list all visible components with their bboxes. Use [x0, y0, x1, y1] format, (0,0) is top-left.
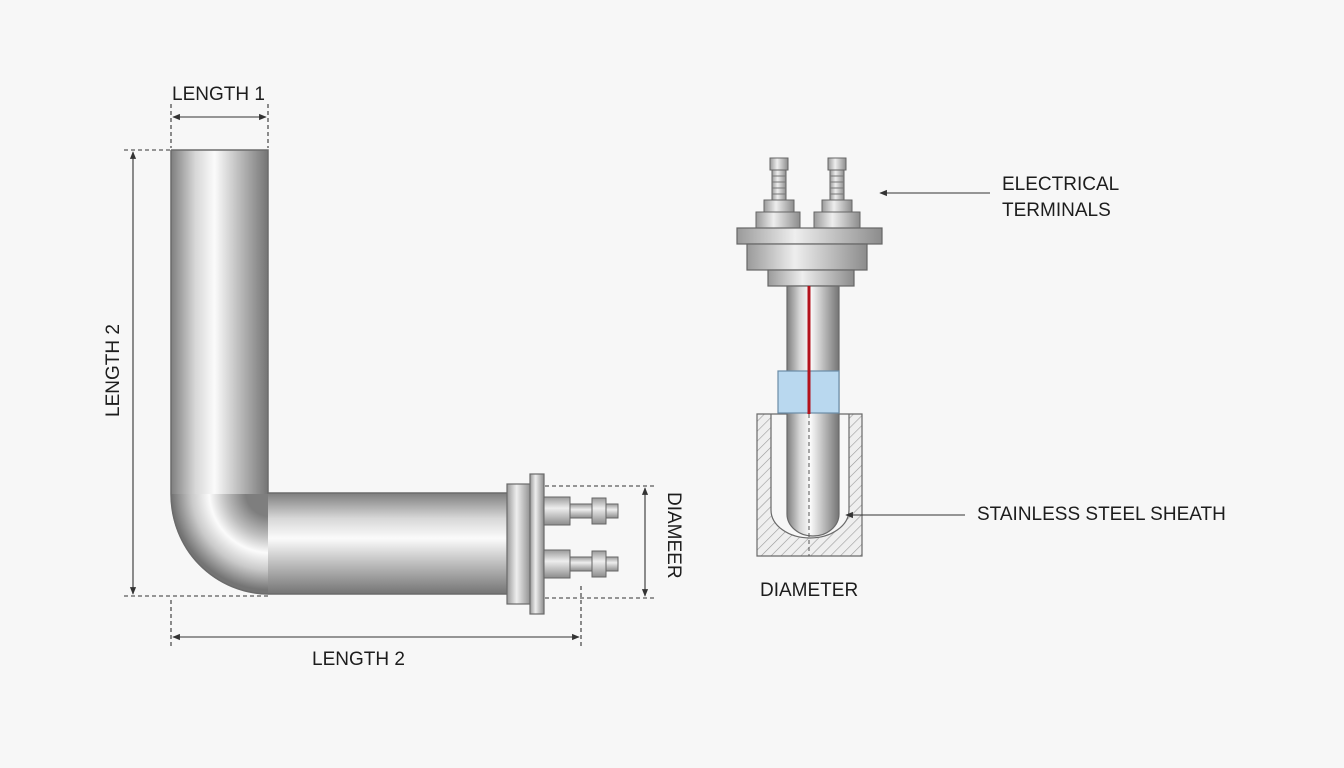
top-terminal-left [755, 157, 801, 229]
length2-horizontal-label: LENGTH 2 [312, 649, 405, 670]
head-block [746, 243, 868, 271]
side-terminal-lower [543, 549, 619, 579]
head-flange [736, 227, 883, 245]
section-view [736, 157, 883, 557]
flange-collar [506, 483, 532, 605]
l-shaped-heater [170, 149, 619, 615]
sheath-label: STAINLESS STEEL SHEATH [977, 504, 1226, 525]
vertical-tube [171, 150, 268, 495]
right-leaders [845, 189, 990, 519]
terminals-label-line2: TERMINALS [1002, 200, 1111, 221]
flange-plate [529, 473, 545, 615]
side-terminal-upper [543, 496, 619, 526]
length1-label: LENGTH 1 [172, 84, 265, 105]
top-terminal-right [813, 157, 861, 229]
head-collar [767, 269, 855, 287]
left-dimensions [124, 104, 656, 646]
terminals-label-line1: ELECTRICAL [1002, 174, 1120, 195]
horizontal-tube [268, 493, 510, 594]
diameter-label-left: DIAMEER [663, 492, 684, 579]
diameter-label-right: DIAMETER [760, 580, 859, 601]
length2-vertical-label: LENGTH 2 [103, 324, 124, 417]
